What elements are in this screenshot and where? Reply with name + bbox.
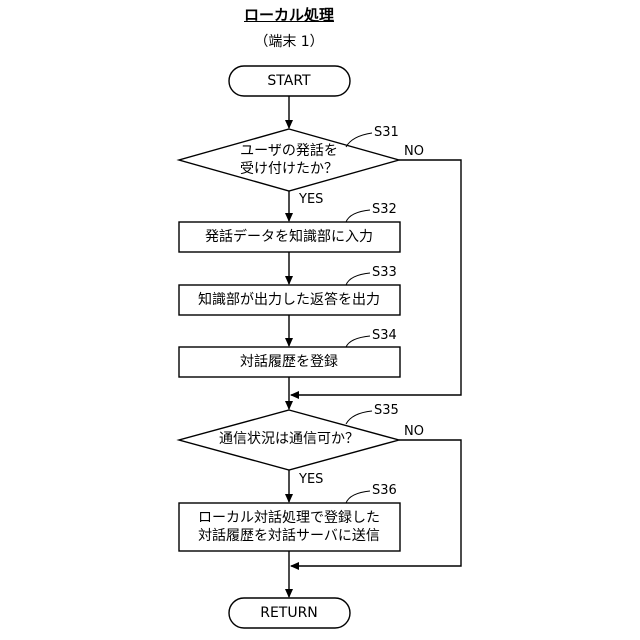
s36-step-id: S36 bbox=[372, 484, 397, 497]
s35-yes-label: YES bbox=[299, 473, 323, 486]
s32-text: 発話データを知識部に入力 bbox=[205, 230, 373, 244]
s36-text-line1: ローカル対話処理で登録した bbox=[198, 510, 380, 528]
s34-leader bbox=[346, 336, 370, 347]
s32-leader bbox=[346, 210, 370, 222]
s35-no-label: NO bbox=[404, 425, 424, 438]
page-subtitle: （端末 1） bbox=[254, 35, 323, 49]
s36-text-line2: 対話履歴を対話サーバに送信 bbox=[198, 528, 380, 546]
s33-leader bbox=[346, 273, 370, 285]
start-label: START bbox=[267, 74, 310, 88]
s31-text-line1: ユーザの発話を bbox=[240, 143, 338, 161]
s33-text: 知識部が出力した返答を出力 bbox=[198, 293, 380, 307]
s35-step-id: S35 bbox=[374, 404, 399, 417]
s33-step-id: S33 bbox=[372, 266, 397, 279]
s36-text: ローカル対話処理で登録した 対話履歴を対話サーバに送信 bbox=[198, 510, 380, 545]
s34-text: 対話履歴を登録 bbox=[240, 355, 338, 369]
s31-step-id: S31 bbox=[374, 126, 399, 139]
s31-no-label: NO bbox=[404, 145, 424, 158]
s31-text: ユーザの発話を 受け付けたか？ bbox=[240, 143, 338, 178]
s31-text-line2: 受け付けたか？ bbox=[240, 161, 338, 179]
s31-leader bbox=[346, 133, 372, 147]
s32-step-id: S32 bbox=[372, 203, 397, 216]
s36-leader bbox=[346, 491, 370, 503]
s31-yes-label: YES bbox=[299, 193, 323, 206]
s35-leader bbox=[346, 411, 372, 424]
return-label: RETURN bbox=[260, 606, 318, 620]
s34-step-id: S34 bbox=[372, 329, 397, 342]
s35-text: 通信状況は通信可か？ bbox=[219, 432, 359, 446]
page-title: ローカル処理 bbox=[244, 8, 334, 23]
